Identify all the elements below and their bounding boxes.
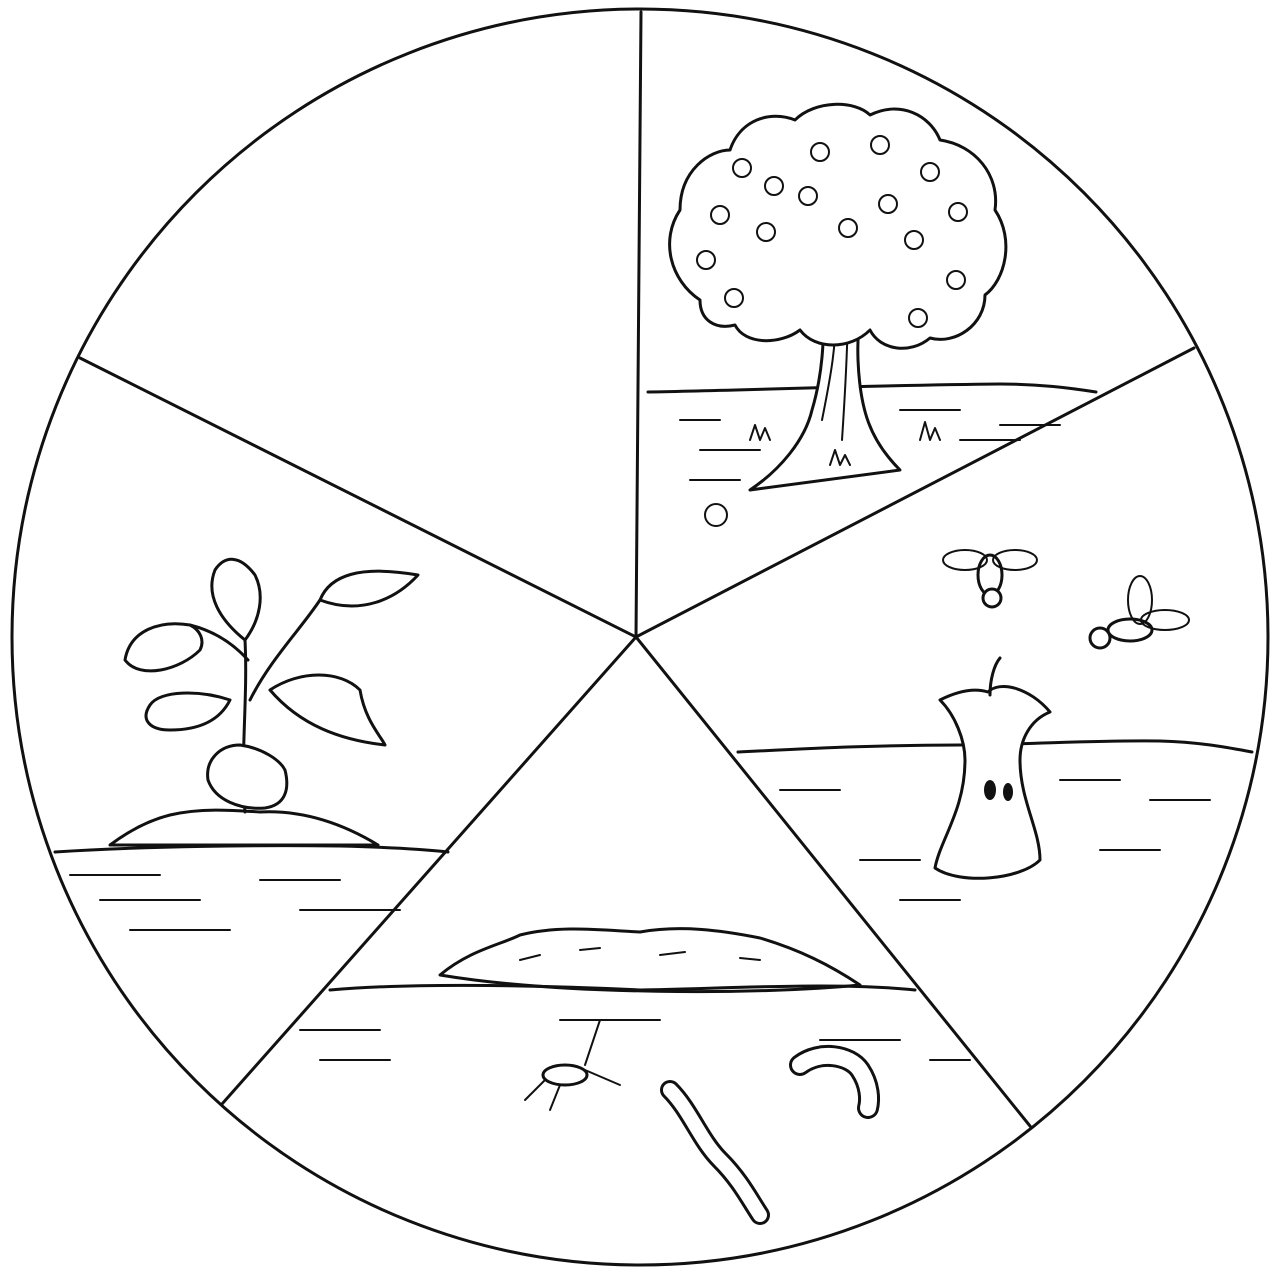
fly-icon <box>1090 576 1189 648</box>
apple-tree-icon <box>648 104 1096 526</box>
soil-and-decomposers-icon <box>300 929 970 1215</box>
fly-icon <box>943 550 1037 607</box>
seedling-icon <box>55 559 448 930</box>
apple-core-with-flies-icon <box>738 550 1252 900</box>
